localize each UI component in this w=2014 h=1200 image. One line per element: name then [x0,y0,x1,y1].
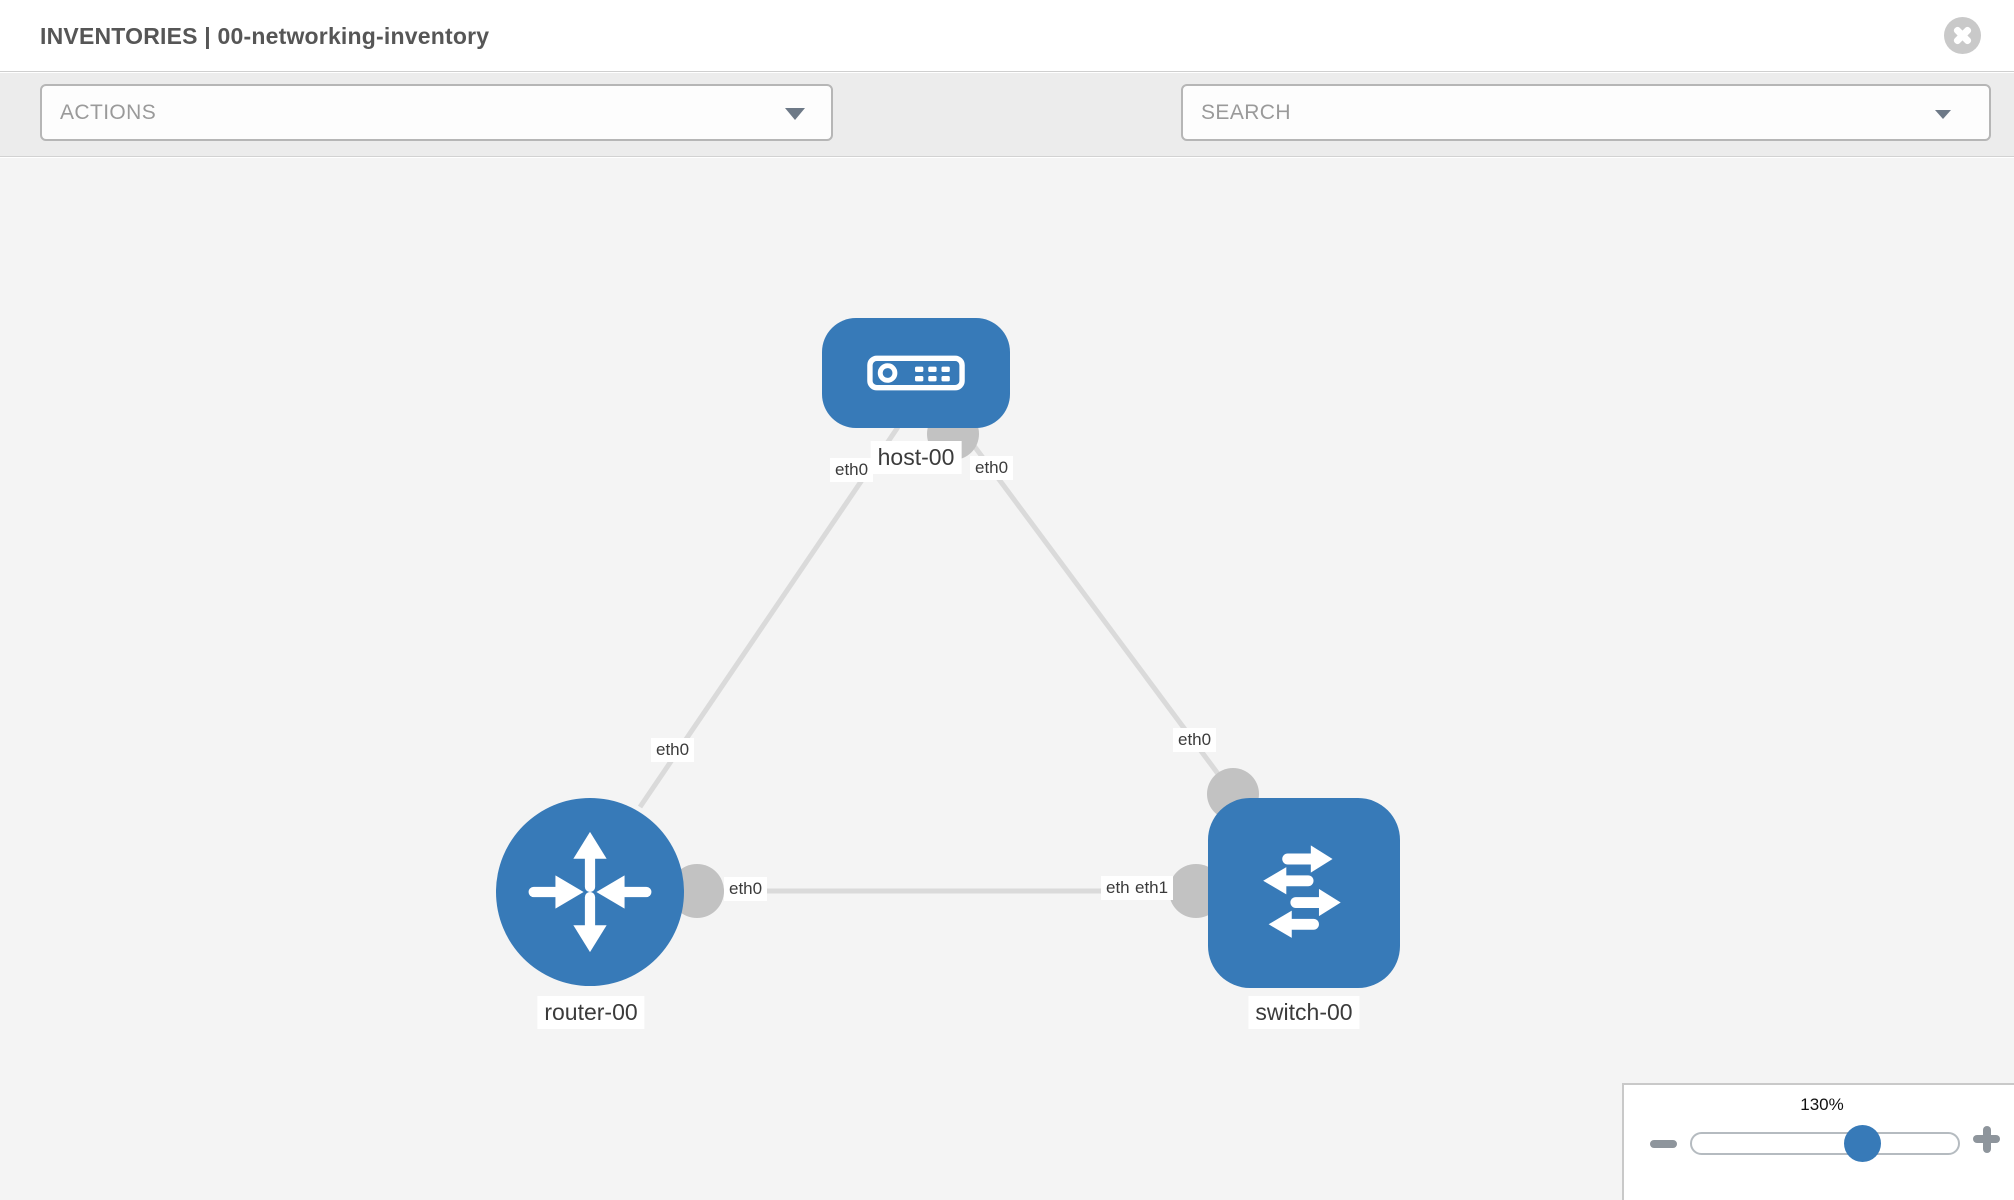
links-layer [637,425,1236,894]
actions-dropdown-label: ACTIONS [60,101,157,124]
search-dropdown[interactable]: SEARCH [1181,84,1991,141]
header: INVENTORIES | 00-networking-inventory [0,0,2014,72]
interface-label: eth0 [970,456,1014,480]
zoom-in-button[interactable] [1972,1125,2000,1153]
page-title: INVENTORIES | 00-networking-inventory [40,23,490,49]
close-button[interactable] [1944,17,1981,54]
zoom-out-button[interactable] [1650,1133,1678,1155]
chevron-down-icon [785,108,805,120]
interface-label: eth0 [830,458,874,482]
switch-icon [1263,845,1341,938]
search-dropdown-label: SEARCH [1201,101,1291,124]
zoom-slider-track[interactable] [1690,1132,1960,1155]
interface-label: eth0 [1173,728,1217,752]
zoom-panel: 130% [1622,1083,2014,1200]
zoom-slider-thumb[interactable] [1844,1125,1881,1162]
zoom-level-label: 130% [1800,1095,1844,1114]
chevron-down-icon [1935,110,1951,119]
interface-label: eth0 [651,738,695,762]
node-host-00[interactable] [822,318,1010,428]
toolbar: ACTIONS [0,73,2014,198]
interface-label: eth1 [1130,876,1174,900]
router-icon [528,831,652,953]
node-switch-00[interactable] [1208,798,1400,988]
plus-icon [1982,1125,1991,1153]
node-label-host-00: host-00 [870,441,962,474]
host-icon [867,355,965,391]
actions-dropdown[interactable]: ACTIONS [40,84,833,141]
topology-canvas: host-00 router-00 switch-00 eth0 eth0 eth0 eth… [0,158,2014,1200]
node-router-00[interactable] [496,798,684,986]
minus-icon [1650,1140,1677,1148]
node-label-router-00: router-00 [537,996,645,1029]
interface-label: eth0 [724,877,768,901]
node-label-switch-00: switch-00 [1248,996,1360,1029]
